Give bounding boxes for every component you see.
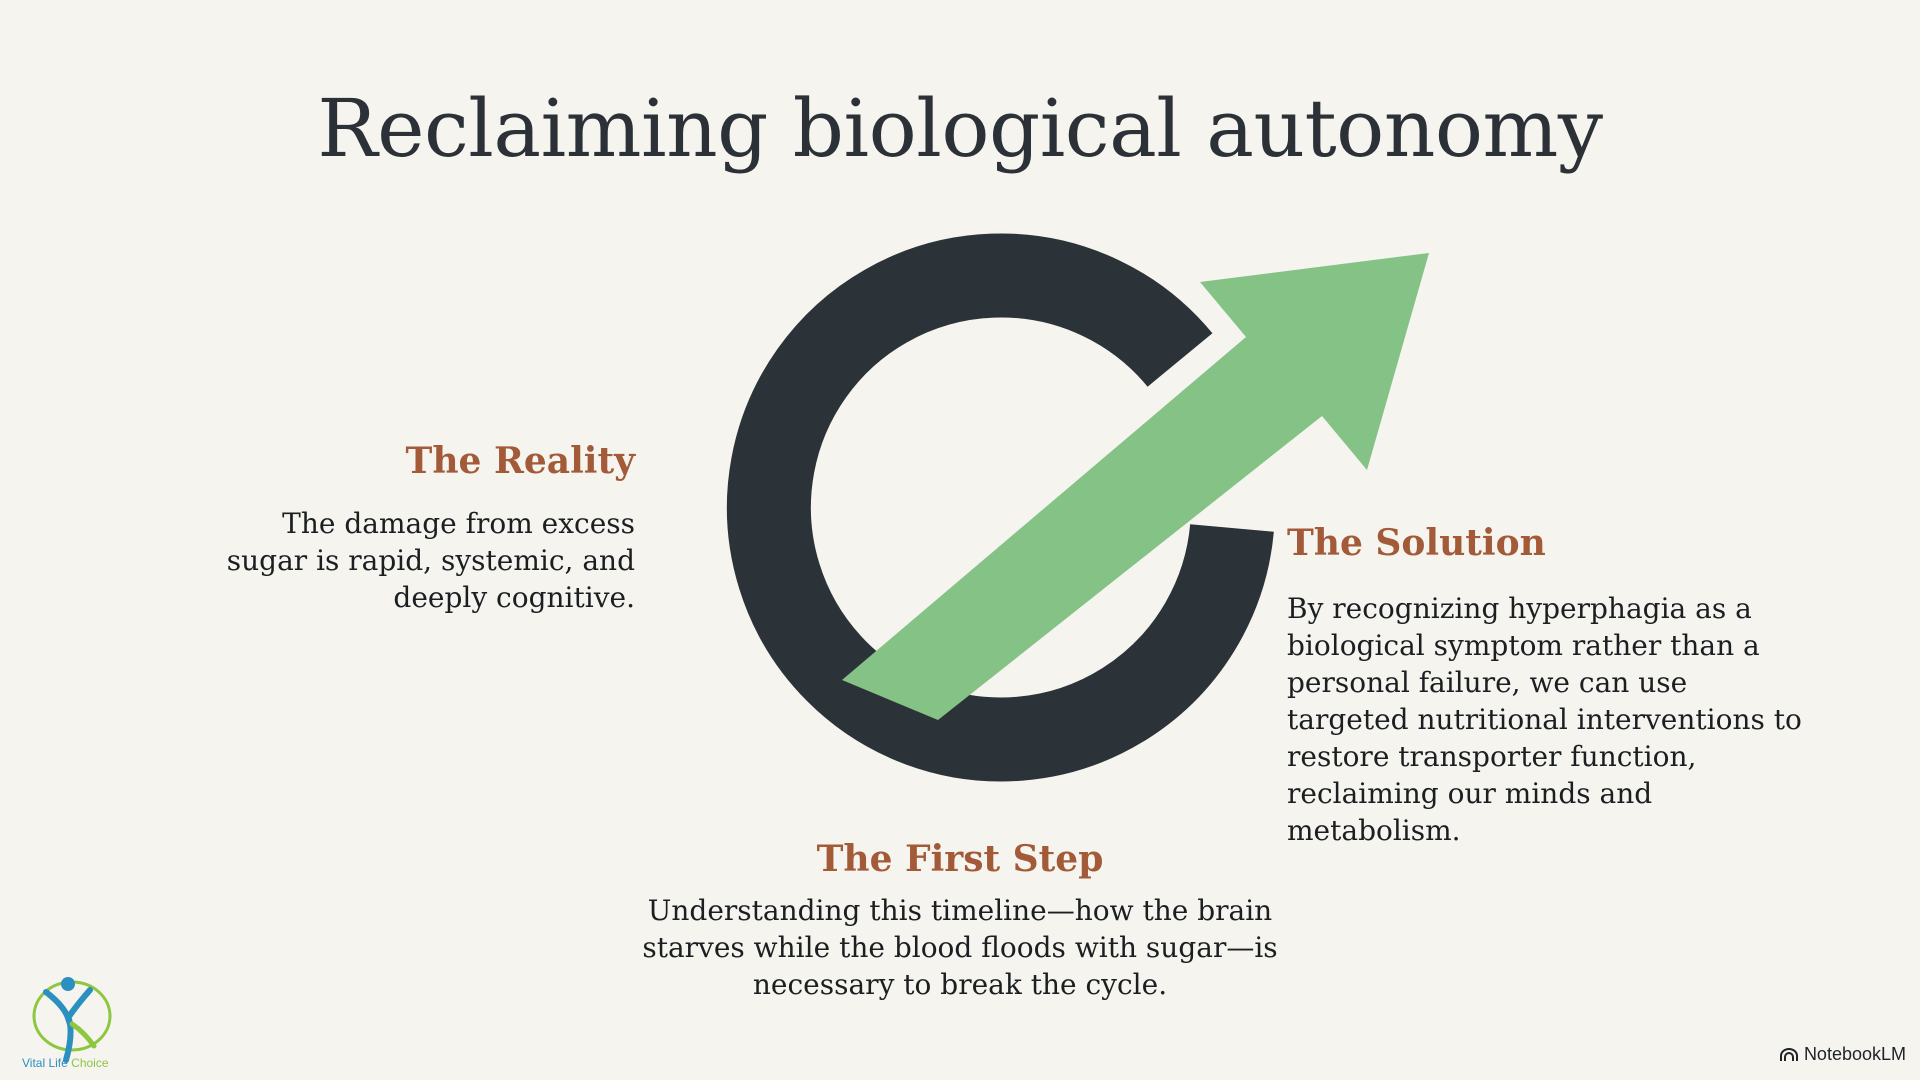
slide-title: Reclaiming biological autonomy <box>317 82 1603 175</box>
solution-heading: The Solution <box>1287 522 1546 564</box>
vital-life-choice-logo <box>32 977 112 1063</box>
solution-body: By recognizing hyperphagia as a biologic… <box>1287 592 1802 847</box>
reality-body: The damage from excess sugar is rapid, s… <box>226 507 635 614</box>
breakout-arrow <box>842 253 1429 720</box>
reality-heading: The Reality <box>405 440 635 482</box>
logo-word-choice: Choice <box>71 1056 109 1070</box>
logo-wordmark: Vital Life Choice <box>22 1056 109 1070</box>
first-step-heading: The First Step <box>816 838 1104 880</box>
notebooklm-icon <box>1779 1047 1798 1061</box>
first-step-body: Understanding this timeline—how the brai… <box>642 894 1278 1001</box>
cycle-ring <box>726 233 1274 782</box>
notebooklm-brand: NotebookLM <box>1779 1044 1906 1065</box>
notebooklm-label: NotebookLM <box>1803 1044 1906 1064</box>
logo-word-vital-life: Vital Life <box>22 1056 68 1070</box>
